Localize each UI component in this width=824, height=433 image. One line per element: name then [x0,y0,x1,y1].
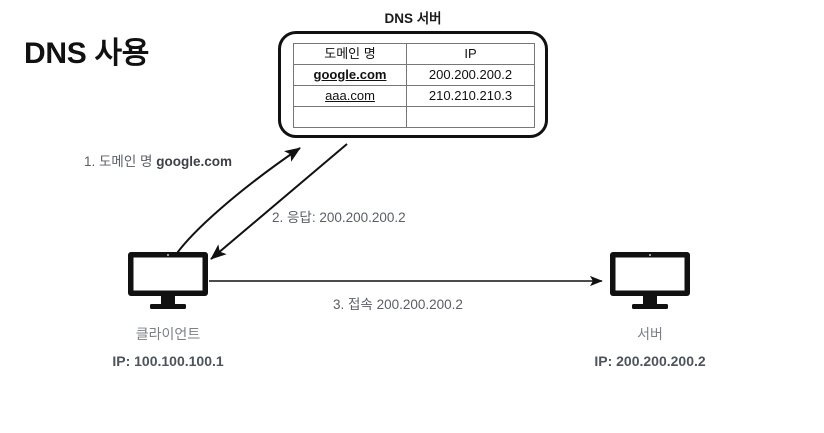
cell-ip: 210.210.210.3 [406,85,535,107]
dns-records-table: 도메인 명 IP google.com 200.200.200.2 aaa.co… [293,43,535,128]
table-row: google.com 200.200.200.2 [293,64,535,86]
table-row-empty [293,106,535,128]
flow-label-step-2: 2. 응답: 200.200.200.2 [272,210,406,225]
table-row: aaa.com 210.210.210.3 [293,85,535,107]
column-header-domain: 도메인 명 [293,43,407,65]
client-monitor-icon [128,252,208,309]
flow-step1-domain: google.com [156,154,232,169]
domain-value: google.com [313,67,387,82]
server-ip-label: IP: 200.200.200.2 [594,353,706,369]
client-ip-label: IP: 100.100.100.1 [112,353,224,369]
page-title: DNS 사용 [24,37,150,70]
table-header-row: 도메인 명 IP [293,43,535,65]
server-monitor-icon [610,252,690,309]
server-label: 서버 [637,326,663,342]
column-header-ip: IP [406,43,535,65]
cell-domain: google.com [293,64,407,86]
flow-step1-prefix: 1. 도메인 명 [84,154,157,169]
flow-label-step-3: 3. 접속 200.200.200.2 [333,297,463,312]
flow-label-step-1: 1. 도메인 명 google.com [84,150,232,170]
dns-server-heading: DNS 서버 [384,11,442,26]
cell-domain [293,106,407,128]
cell-domain: aaa.com [293,85,407,107]
domain-value: aaa.com [325,88,375,103]
cell-ip: 200.200.200.2 [406,64,535,86]
client-label: 클라이언트 [135,326,201,342]
cell-ip [406,106,535,128]
